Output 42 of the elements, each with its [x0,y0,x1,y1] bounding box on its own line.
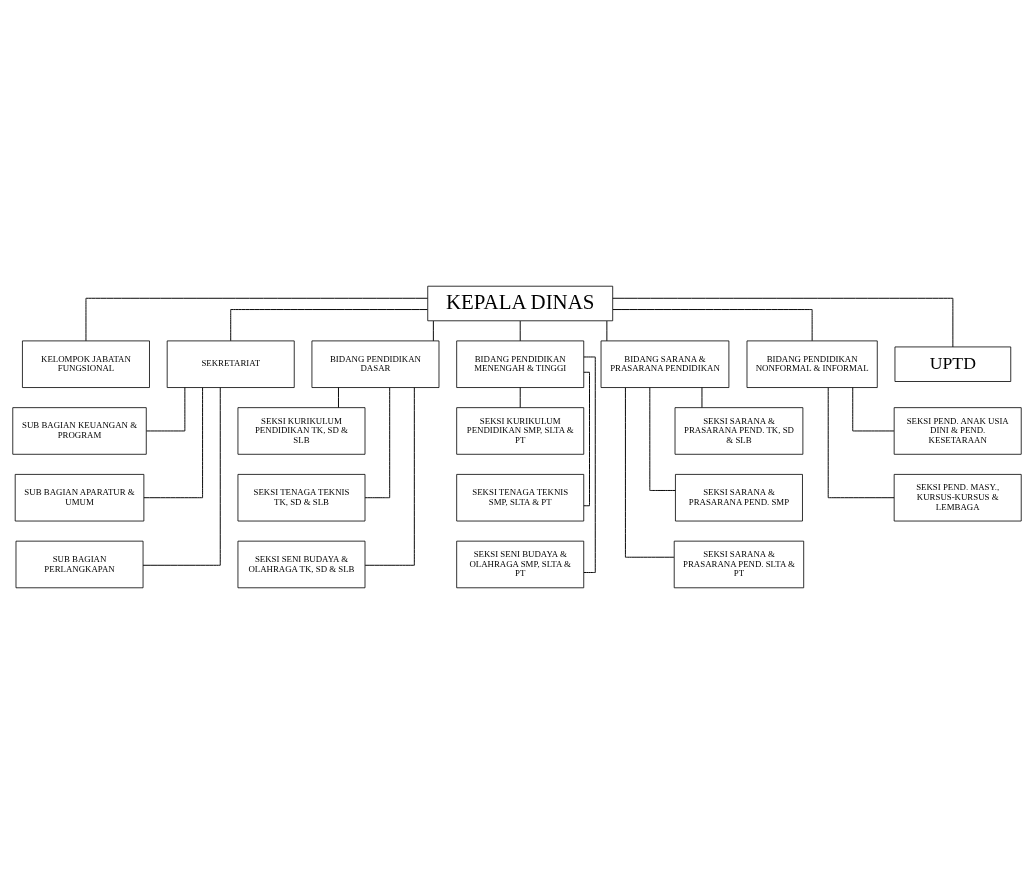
connector [146,387,186,432]
node-box: SEKSI PEND. MASY., KURSUS-KURSUS & LEMBAGA [893,474,1022,522]
node-box: SEKRETARIAT [166,340,295,388]
node-box: BIDANG PENDIDIKAN MENENGAH & TINGGI [456,340,585,388]
node-box: SEKSI SARANA & PRASARANA PEND. SLTA & PT [673,540,805,589]
connector [701,387,703,408]
connector [230,309,428,342]
node-box: SUB BAGIAN KEUANGAN & PROGRAM [12,407,147,455]
node-box: SUB BAGIAN PERLANGKAPAN [15,540,144,589]
connector [364,387,391,499]
connector [612,297,954,348]
connector [827,387,895,499]
node-box: SEKSI SARANA & PRASARANA PEND. TK, SD & SLB [674,407,804,455]
connector [612,309,813,342]
node-box: SEKSI TENAGA TEKNIS SMP, SLTA & PT [456,474,585,522]
node-box: BIDANG PENDIDIKAN DASAR [311,340,440,388]
connector [583,371,590,507]
connector [142,387,221,566]
connector [364,387,415,566]
node-box: SEKSI SARANA & PRASARANA PEND. SMP [675,474,803,522]
node-box: UPTD [894,346,1012,382]
connector [338,387,339,408]
connector [606,320,608,342]
connector [143,387,204,499]
connector [624,387,675,558]
node-box: SEKSI SENI BUDAYA & OLAHRAGA TK, SD & SLB [237,540,366,589]
connector [852,387,895,432]
node-box: SEKSI PEND. ANAK USIA DINI & PEND. KESETARAAN [893,407,1022,455]
node-box: SEKSI KURIKULUM PENDIDIKAN SMP, SLTA & PT [456,407,585,455]
connector [649,387,676,491]
node-box: SEKSI SENI BUDAYA & OLAHRAGA SMP, SLTA & PT [456,540,585,589]
node-box: SUB BAGIAN APARATUR & UMUM [14,474,145,522]
connector [432,320,434,342]
node-box: BIDANG PENDIDIKAN NONFORMAL & INFORMAL [746,340,878,388]
node-box: SEKSI TENAGA TEKNIS TK, SD & SLB [237,474,366,522]
node-box: KELOMPOK JABATAN FUNGSIONAL [22,340,150,388]
node-box: SEKSI KURIKULUM PENDIDIKAN TK, SD & SLB [237,407,366,455]
connector [519,320,521,342]
connector [85,297,429,342]
node-box: KEPALA DINAS [427,285,614,322]
connector [519,387,521,408]
node-box: BIDANG SARANA & PRASARANA PENDIDIKAN [600,340,730,388]
